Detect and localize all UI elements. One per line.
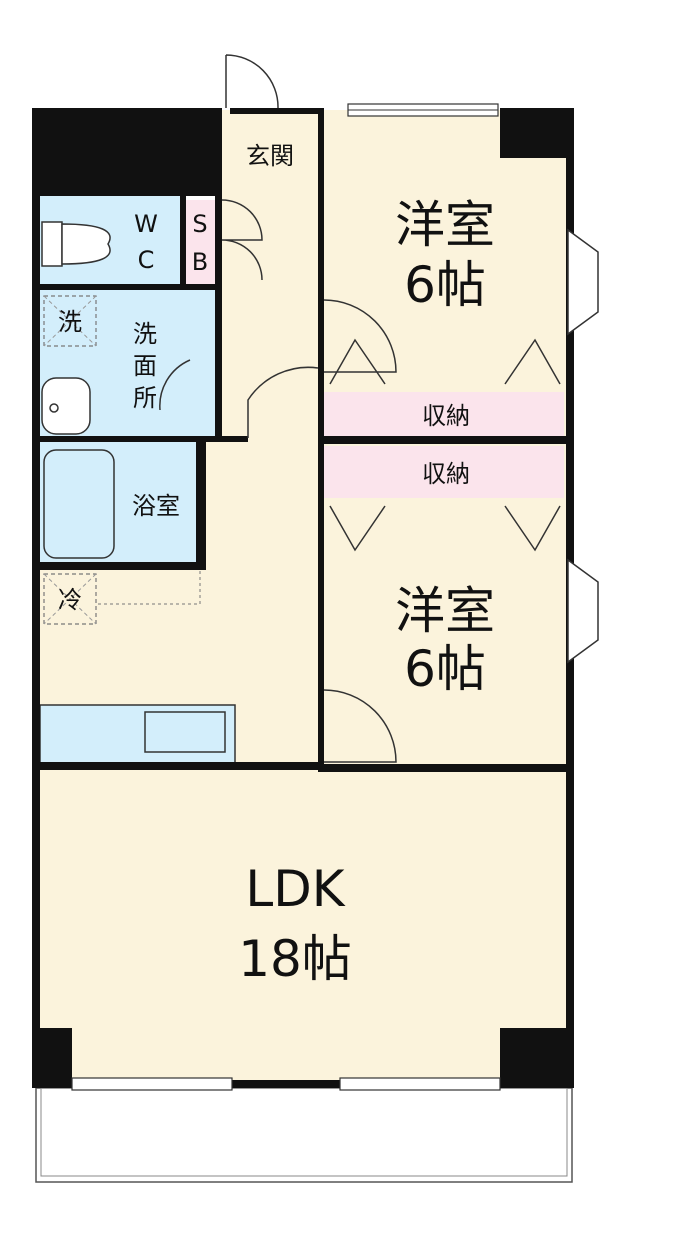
wc-door <box>221 199 263 281</box>
fridge-label: 冷 <box>58 586 82 614</box>
ldk-size: 18帖 <box>238 930 352 988</box>
western-top-name: 洋室 <box>395 196 495 254</box>
bath-label: 浴室 <box>132 492 180 520</box>
sink <box>144 711 226 753</box>
sb-label-1: S <box>192 210 207 238</box>
closet-door-bottom-left <box>329 505 386 552</box>
entrance-door-swing <box>225 54 279 109</box>
western-bottom-size: 6帖 <box>404 640 486 698</box>
bay-window-top <box>567 228 599 336</box>
storage-top-label: 収納 <box>422 402 470 430</box>
window-ldk-2 <box>339 1077 501 1091</box>
sb-label-2: B <box>192 248 208 276</box>
wc-label-2: C <box>138 246 155 274</box>
washer-label: 洗 <box>58 308 82 336</box>
storage-bottom-label: 収納 <box>422 460 470 488</box>
western-top-door <box>323 299 397 373</box>
ldk-name: LDK <box>245 860 345 918</box>
washroom-door <box>159 359 191 411</box>
storage-top-floor <box>324 392 564 438</box>
western-top-floor <box>320 110 568 440</box>
storage-bottom-floor <box>324 446 564 498</box>
washroom-label-1: 洗 <box>133 320 157 348</box>
closet-door-top-right <box>504 338 561 385</box>
wash-basin <box>41 377 91 435</box>
entrance-floor <box>222 110 320 190</box>
western-bottom-door <box>323 689 397 763</box>
wc-label-1: W <box>134 210 158 238</box>
hall-floor <box>220 190 320 450</box>
entrance-label: 玄関 <box>246 142 294 170</box>
balcony <box>35 1087 573 1183</box>
sb-floor <box>185 200 215 284</box>
toilet-bowl <box>61 223 111 265</box>
closet-door-bottom-right <box>504 505 561 552</box>
closet-door-top-left <box>329 338 386 385</box>
hall-door-swing <box>247 366 319 438</box>
fridge-space <box>43 573 97 625</box>
washroom-label-3: 所 <box>133 384 157 412</box>
bay-window-bottom <box>567 558 599 664</box>
bathtub <box>43 449 115 559</box>
western-bottom-name: 洋室 <box>395 582 495 640</box>
kitchen-outline <box>98 570 201 605</box>
washroom-label-2: 面 <box>133 352 157 380</box>
window-ldk <box>71 1077 233 1091</box>
western-top-size: 6帖 <box>404 256 486 314</box>
toilet-tank <box>41 221 63 267</box>
washer-space <box>43 295 97 347</box>
